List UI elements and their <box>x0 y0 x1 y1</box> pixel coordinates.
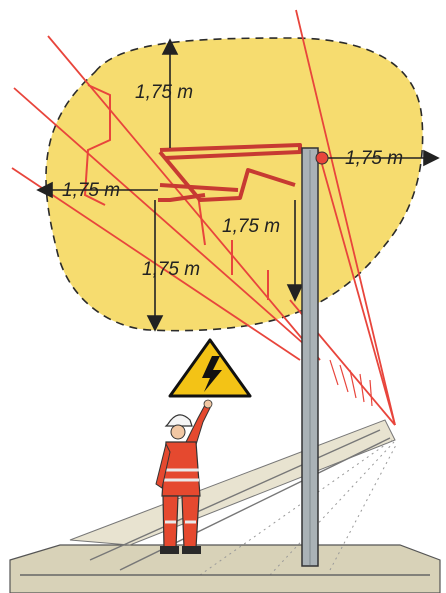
dimension-label-top: 1,75 m <box>135 82 193 103</box>
dimension-label-left: 1,75 m <box>62 180 120 201</box>
high-voltage-warning-icon <box>170 340 250 396</box>
dimension-label-right: 1,75 m <box>345 148 403 169</box>
hatched-zone <box>330 360 372 406</box>
track-bed <box>10 420 440 593</box>
dimension-label-center: 1,75 m <box>222 216 280 237</box>
dimension-label-bottom: 1,75 m <box>142 259 200 280</box>
railway-worker-figure <box>156 400 212 554</box>
